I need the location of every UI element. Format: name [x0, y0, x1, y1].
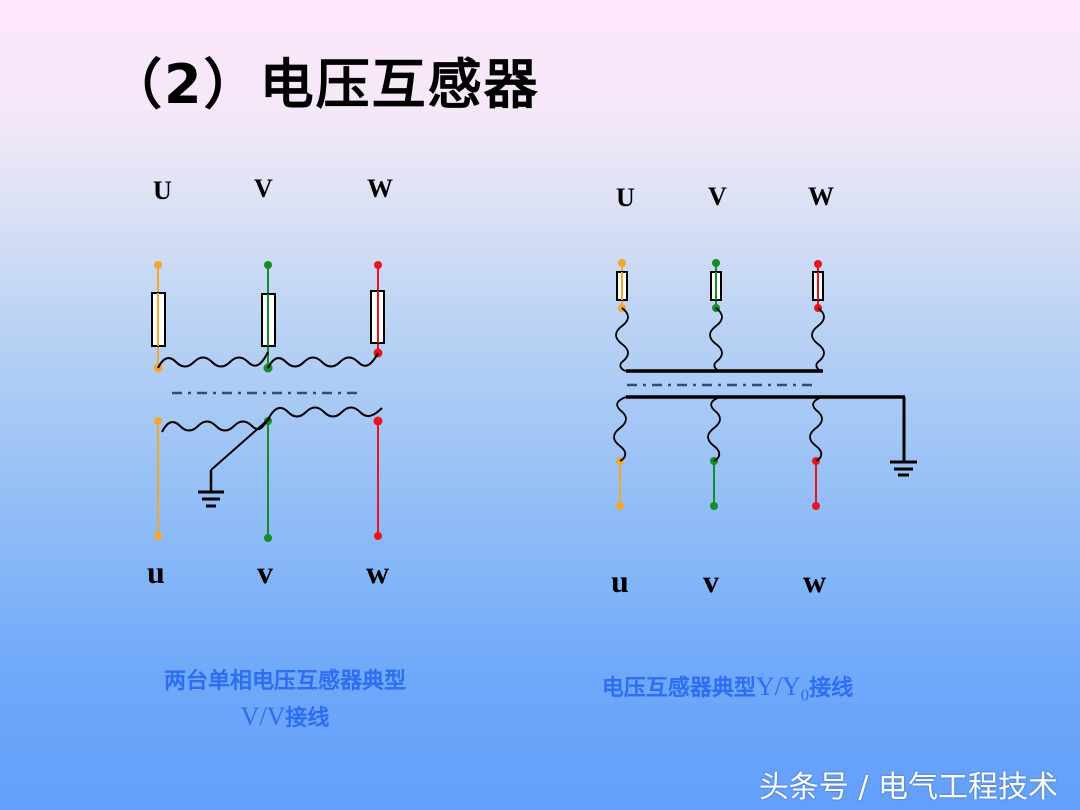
left-caption-formula: V/V [240, 701, 286, 731]
right-ground-icon [890, 460, 917, 477]
left-caption-suffix: 接线 [285, 705, 330, 731]
left-secondary-winding-1 [161, 415, 271, 433]
right-caption-subscript: 0 [800, 685, 810, 705]
left-secondary-label-v: v [257, 554, 273, 590]
right-primary-label-w: W [808, 182, 834, 211]
right-primary-label-u: U [616, 183, 635, 212]
left-secondary-label-w: w [366, 554, 390, 590]
right-secondary-winding-v [707, 396, 721, 462]
slide-title: （2）电压互感器 [108, 53, 540, 116]
left-primary-label-w: W [367, 174, 393, 203]
right-phase-u-line [616, 259, 628, 510]
left-primary-label-u: U [153, 176, 172, 205]
right-diagram-caption: 电压互感器典型Y/Y0接线 [555, 668, 900, 708]
right-secondary-label-u: u [611, 563, 629, 599]
right-secondary-label-w: w [803, 563, 827, 599]
left-primary-winding-1 [157, 351, 269, 369]
left-diagram-caption: 两台单相电压互感器典型 V/V接线 [110, 666, 460, 736]
left-vv-diagram [151, 261, 385, 542]
left-ground-wire [210, 417, 271, 471]
left-ground-icon [198, 470, 224, 508]
right-primary-winding-w [811, 307, 825, 372]
watermark-text: 头条号 / 电气工程技术 [758, 770, 1058, 805]
left-phase-v-line [261, 261, 276, 542]
left-caption-line1: 两台单相电压互感器典型 [163, 669, 406, 694]
right-primary-label-v: V [708, 182, 727, 211]
left-phase-w-line [370, 261, 385, 540]
left-secondary-label-u: u [147, 554, 165, 590]
right-secondary-label-v: v [703, 563, 719, 599]
right-caption-prefix: 电压互感器典型 [601, 676, 756, 701]
left-primary-winding-2 [267, 352, 379, 369]
right-yy0-diagram [613, 259, 917, 510]
right-secondary-winding-u [613, 396, 627, 462]
left-phase-u-line [151, 261, 166, 540]
right-secondary-winding-w [809, 396, 823, 462]
right-caption-formula: Y/Y [755, 672, 801, 701]
right-primary-winding-u [615, 307, 629, 372]
left-secondary-winding-2 [269, 406, 383, 418]
right-caption-suffix: 接线 [809, 676, 854, 701]
right-primary-winding-v [709, 307, 723, 372]
right-phase-w-line [812, 260, 824, 510]
left-primary-label-v: V [254, 174, 273, 203]
left-caption-line2: V/V接线 [110, 698, 460, 736]
